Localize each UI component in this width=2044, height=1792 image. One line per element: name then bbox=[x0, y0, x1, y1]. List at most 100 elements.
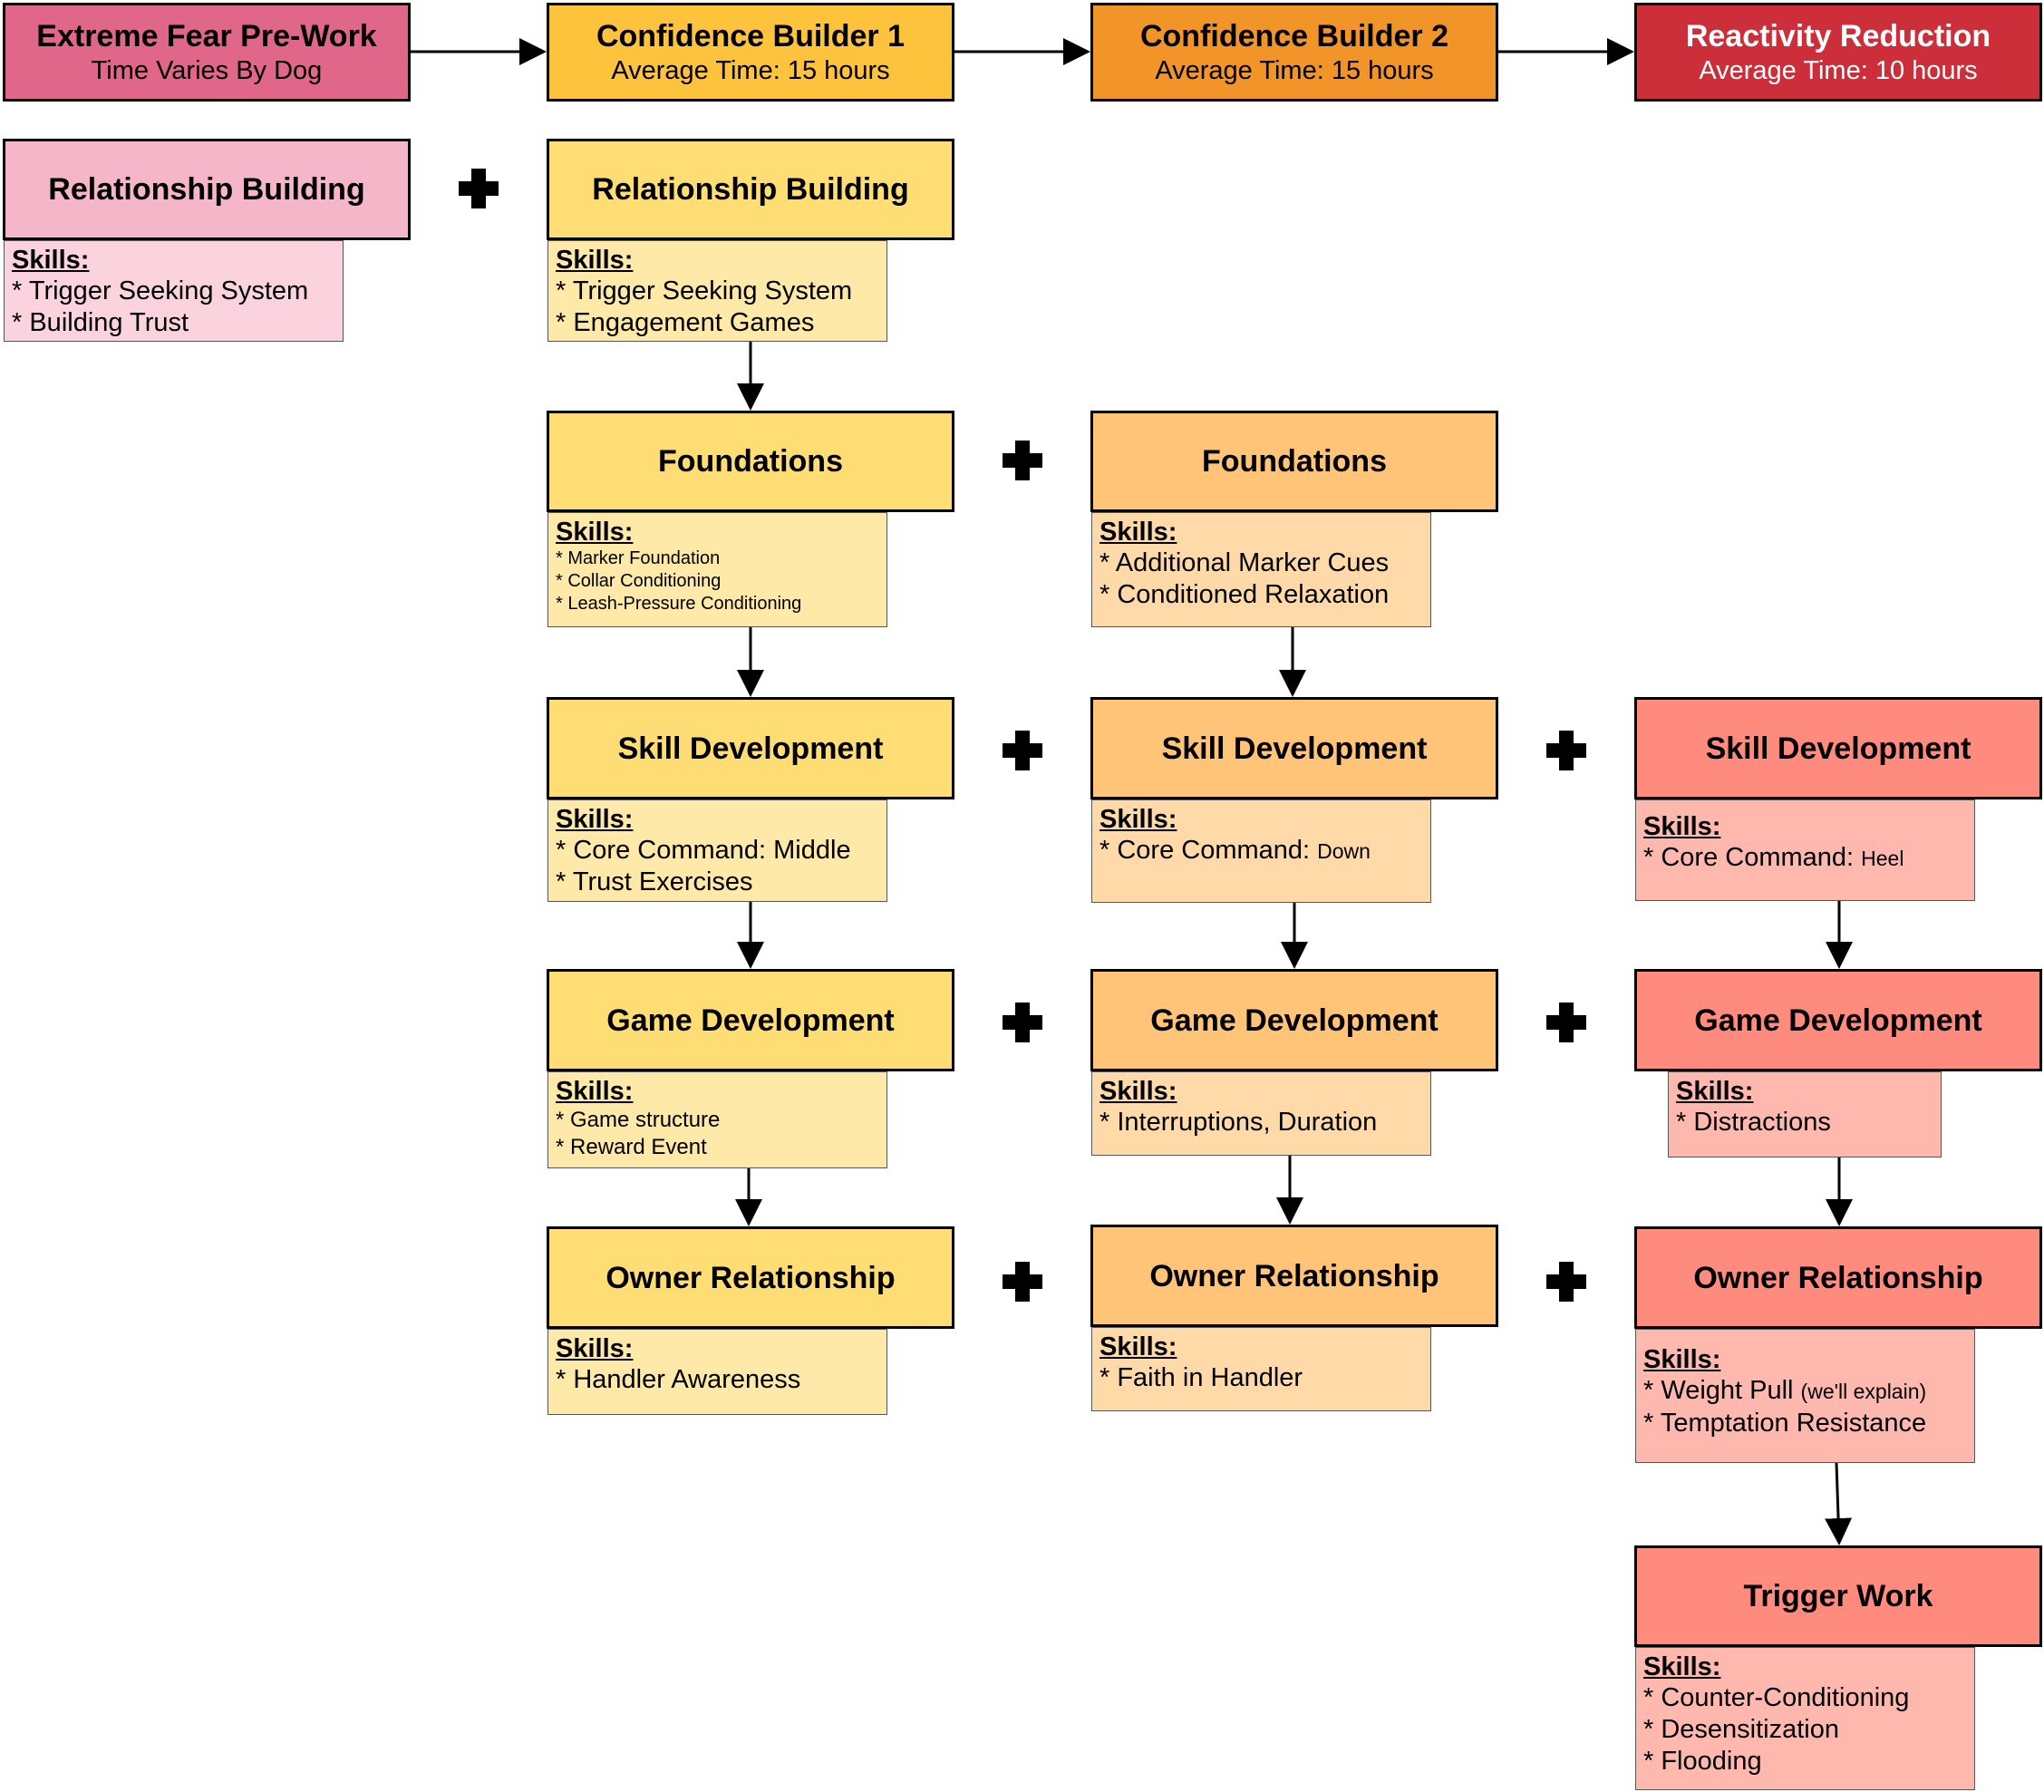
skill-prefix: * Core Command: bbox=[1099, 836, 1318, 865]
header-subtitle: Time Varies By Dog bbox=[91, 55, 323, 85]
header-title: Extreme Fear Pre-Work bbox=[36, 18, 377, 53]
skill-item: * Flooding bbox=[1643, 1747, 1762, 1776]
skills-label: Skills: bbox=[1099, 1332, 1177, 1361]
rr-skill-development-skills: Skills: * Core Command: Heel bbox=[1635, 799, 1975, 901]
cb2-owner-relationship-skills: Skills: * Faith in Handler bbox=[1091, 1327, 1431, 1411]
skill-item: * Game structure bbox=[556, 1108, 721, 1132]
skill-item: * Building Trust bbox=[12, 308, 189, 337]
skill-prefix: * Weight Pull bbox=[1643, 1376, 1801, 1405]
skill-item: * Trigger Seeking System bbox=[556, 276, 853, 305]
skills-label: Skills: bbox=[1643, 812, 1721, 841]
skill-detail: Heel bbox=[1861, 847, 1904, 870]
rr-trigger-work: Trigger Work bbox=[1634, 1545, 2042, 1647]
skill-item: * Core Command: Middle bbox=[556, 836, 851, 865]
skills-label: Skills: bbox=[1643, 1652, 1721, 1681]
header-title: Confidence Builder 1 bbox=[596, 18, 906, 53]
skill-item: * Reward Event bbox=[556, 1135, 707, 1159]
skill-prefix: * Core Command: bbox=[1643, 843, 1862, 872]
step-title: Skill Development bbox=[1161, 731, 1428, 766]
step-title: Skill Development bbox=[617, 731, 884, 766]
skill-item: * Distractions bbox=[1676, 1108, 1831, 1137]
header-subtitle: Average Time: 10 hours bbox=[1699, 55, 1978, 85]
cb1-owner-relationship: Owner Relationship bbox=[547, 1226, 954, 1329]
arrow-rr-owner-to-trigger bbox=[1825, 1462, 1853, 1545]
header-title: Confidence Builder 2 bbox=[1139, 18, 1449, 53]
skill-item: * Core Command: Heel bbox=[1643, 842, 1967, 875]
skill-item: * Engagement Games bbox=[556, 308, 815, 337]
cb1-foundations: Foundations bbox=[547, 411, 954, 512]
skill-note: (we'll explain) bbox=[1800, 1380, 1927, 1403]
step-title: Game Development bbox=[606, 1003, 895, 1038]
cb1-game-development-skills: Skills: * Game structure * Reward Event bbox=[547, 1071, 887, 1168]
header-cb1: Confidence Builder 1 Average Time: 15 ho… bbox=[547, 3, 954, 102]
skill-item: * Conditioned Relaxation bbox=[1099, 580, 1390, 609]
rr-skill-development: Skill Development bbox=[1634, 697, 2042, 799]
skill-item: * Desensitization bbox=[1643, 1715, 1839, 1744]
header-subtitle: Average Time: 15 hours bbox=[611, 55, 890, 85]
rr-owner-relationship: Owner Relationship bbox=[1634, 1226, 2042, 1329]
step-title: Skill Development bbox=[1705, 731, 1971, 766]
header-cb2: Confidence Builder 2 Average Time: 15 ho… bbox=[1090, 3, 1498, 102]
skills-label: Skills: bbox=[12, 246, 90, 275]
skill-item: * Counter-Conditioning bbox=[1643, 1683, 1910, 1712]
cb2-owner-relationship: Owner Relationship bbox=[1090, 1225, 1498, 1327]
cb2-game-development-skills: Skills: * Interruptions, Duration bbox=[1091, 1071, 1431, 1156]
cb1-skill-development-skills: Skills: * Core Command: Middle * Trust E… bbox=[547, 799, 887, 902]
step-title: Relationship Building bbox=[592, 172, 909, 207]
plus-icon bbox=[1546, 1003, 1586, 1042]
skill-item: * Core Command: Down bbox=[1099, 835, 1423, 867]
step-title: Owner Relationship bbox=[1149, 1258, 1439, 1293]
skill-item: * Handler Awareness bbox=[556, 1365, 801, 1394]
plus-icon bbox=[1003, 731, 1042, 770]
pre-relationship-building: Relationship Building bbox=[3, 139, 411, 240]
cb1-skill-development: Skill Development bbox=[547, 697, 954, 799]
skill-item: * Weight Pull (we'll explain) bbox=[1643, 1375, 1967, 1408]
skill-item: * Trigger Seeking System bbox=[12, 276, 309, 305]
step-title: Game Development bbox=[1150, 1003, 1439, 1038]
skill-detail: Down bbox=[1317, 839, 1371, 863]
step-title: Relationship Building bbox=[48, 172, 365, 207]
skill-item: * Temptation Resistance bbox=[1643, 1409, 1927, 1438]
cb1-relationship-building: Relationship Building bbox=[547, 139, 954, 240]
skills-label: Skills: bbox=[556, 246, 634, 275]
skill-item: * Marker Foundation bbox=[556, 548, 721, 568]
step-title: Game Development bbox=[1694, 1003, 1982, 1038]
pre-relationship-skills: Skills: * Trigger Seeking System * Build… bbox=[4, 240, 344, 342]
step-title: Owner Relationship bbox=[1693, 1260, 1983, 1295]
skills-label: Skills: bbox=[556, 1077, 634, 1106]
skills-label: Skills: bbox=[556, 1334, 634, 1363]
step-title: Foundations bbox=[658, 444, 843, 479]
cb1-owner-relationship-skills: Skills: * Handler Awareness bbox=[547, 1329, 887, 1415]
header-subtitle: Average Time: 15 hours bbox=[1155, 55, 1434, 85]
plus-icon bbox=[1546, 731, 1586, 770]
cb1-foundations-skills: Skills: * Marker Foundation * Collar Con… bbox=[547, 512, 887, 627]
header-rr: Reactivity Reduction Average Time: 10 ho… bbox=[1634, 3, 2042, 102]
skills-label: Skills: bbox=[556, 805, 634, 834]
skill-item: * Trust Exercises bbox=[556, 867, 753, 896]
step-title: Foundations bbox=[1202, 444, 1387, 479]
cb2-foundations: Foundations bbox=[1090, 411, 1498, 512]
header-pre: Extreme Fear Pre-Work Time Varies By Dog bbox=[3, 3, 411, 102]
rr-game-development: Game Development bbox=[1634, 969, 2042, 1071]
skill-item: * Additional Marker Cues bbox=[1099, 548, 1390, 577]
step-title: Owner Relationship bbox=[605, 1260, 896, 1295]
skills-label: Skills: bbox=[1099, 805, 1177, 834]
header-title: Reactivity Reduction bbox=[1685, 18, 1991, 53]
rr-game-development-skills: Skills: * Distractions bbox=[1668, 1071, 1942, 1158]
plus-icon bbox=[1546, 1262, 1586, 1302]
plus-icon bbox=[1003, 441, 1042, 480]
plus-icon bbox=[1003, 1262, 1042, 1302]
cb1-relationship-skills: Skills: * Trigger Seeking System * Engag… bbox=[547, 240, 887, 342]
step-title: Trigger Work bbox=[1743, 1579, 1933, 1613]
skill-item: * Leash-Pressure Conditioning bbox=[556, 594, 802, 614]
skill-item: * Interruptions, Duration bbox=[1099, 1108, 1378, 1137]
skills-label: Skills: bbox=[1643, 1345, 1721, 1374]
skills-label: Skills: bbox=[1676, 1077, 1754, 1106]
cb2-skill-development-skills: Skills: * Core Command: Down bbox=[1091, 799, 1431, 903]
plus-icon bbox=[459, 169, 499, 208]
skills-label: Skills: bbox=[556, 518, 634, 547]
rr-owner-relationship-skills: Skills: * Weight Pull (we'll explain) * … bbox=[1635, 1329, 1975, 1463]
skills-label: Skills: bbox=[1099, 518, 1177, 547]
cb2-foundations-skills: Skills: * Additional Marker Cues * Condi… bbox=[1091, 512, 1431, 627]
